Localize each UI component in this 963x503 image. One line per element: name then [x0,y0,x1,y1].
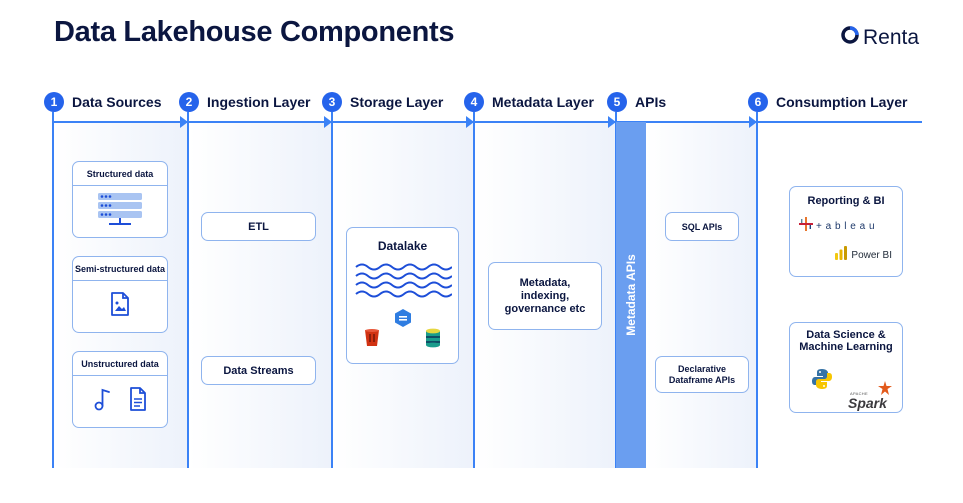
step-ingestion-layer: 2 Ingestion Layer [179,92,310,112]
step-number: 4 [464,92,484,112]
brand-logo: Renta [840,25,919,50]
tableau-wordmark: + a b l e a u [816,221,876,232]
step-metadata-layer: 4 Metadata Layer [464,92,594,112]
step-number: 6 [748,92,768,112]
renta-logo-icon [840,25,860,50]
metadata-box: Metadata, indexing, governance etc [488,262,602,330]
powerbi-logo-icon [835,246,848,265]
card-reporting-bi: Reporting & BI + a b l e a u Power BI [789,186,903,277]
step-label: APIs [635,94,667,110]
arrow-icon [324,116,332,128]
data-science-ml-title: Data Science & Machine Learning [799,329,893,353]
datalake-title: Datalake [377,239,428,253]
card-semi-structured-data: Semi-structured data [72,256,168,333]
spark-wordmark: Spark [848,395,887,411]
column-divider [52,112,54,468]
column-bg-ingestion [189,122,331,468]
brand-name: Renta [863,25,920,49]
data-streams-box: Data Streams [201,356,316,385]
card-title: Unstructured data [73,352,167,376]
metadata-box-label: Metadata, indexing, governance etc [504,276,586,315]
step-number: 1 [44,92,64,112]
column-divider [331,112,333,468]
column-bg-apis [646,122,756,468]
tableau-logo-icon [799,217,813,236]
step-label: Ingestion Layer [207,94,311,110]
card-unstructured-data: Unstructured data [72,351,168,428]
step-label: Consumption Layer [776,94,908,110]
s3-bucket-icon [363,328,381,353]
database-server-icon [94,191,146,232]
declarative-dataframe-apis-box: Declarative Dataframe APIs [655,356,749,393]
step-label: Storage Layer [350,94,444,110]
step-label: Metadata Layer [492,94,594,110]
music-note-icon [93,387,113,416]
card-title: Semi-structured data [73,257,167,281]
sql-apis-box: SQL APIs [665,212,739,241]
cloud-storage-icon [393,308,413,333]
column-divider [473,112,475,468]
step-label: Data Sources [72,94,162,110]
arrow-icon [466,116,474,128]
document-file-icon [129,386,147,416]
timeline [52,121,922,123]
arrow-icon [749,116,757,128]
python-logo-icon [811,368,833,395]
waves-icon [354,261,453,306]
page-title: Data Lakehouse Components [54,16,455,48]
column-divider [187,112,189,468]
image-file-icon [110,291,130,321]
step-storage-layer: 3 Storage Layer [322,92,443,112]
declarative-apis-label: Declarative Dataframe APIs [668,363,736,385]
step-number: 3 [322,92,342,112]
step-apis: 5 APIs [607,92,666,112]
powerbi-wordmark: Power BI [851,250,892,261]
metadata-apis-label: Metadata APIs [624,254,638,336]
metadata-apis-bar [616,122,646,468]
reporting-bi-title: Reporting & BI [807,195,885,207]
card-structured-data: Structured data [72,161,168,238]
card-data-science-ml: Data Science & Machine Learning APACHE S… [789,322,903,413]
step-consumption-layer: 6 Consumption Layer [748,92,907,112]
step-number: 2 [179,92,199,112]
database-cylinder-icon [425,328,441,353]
spark-logo-icon [878,381,892,400]
arrow-icon [180,116,188,128]
step-number: 5 [607,92,627,112]
card-title: Structured data [73,162,167,186]
step-data-sources: 1 Data Sources [44,92,161,112]
column-divider [756,112,758,468]
datalake-box: Datalake [346,227,459,364]
etl-box: ETL [201,212,316,241]
spark-apache-label: APACHE [850,391,868,396]
arrow-icon [608,116,616,128]
